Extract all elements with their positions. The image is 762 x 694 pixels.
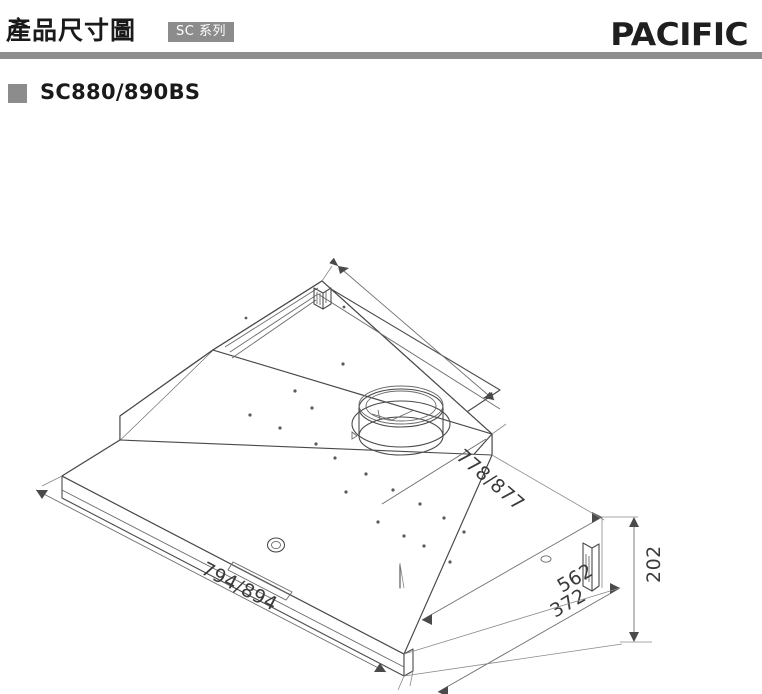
page-title: 產品尺寸圖 <box>6 16 137 45</box>
dim-label-202: 202 <box>643 545 665 583</box>
ext-guide-right-bottom <box>403 643 623 677</box>
model-bullet-icon <box>8 84 27 103</box>
deck-seam-3 <box>231 299 317 359</box>
ext-line-top-right <box>491 423 507 435</box>
hood-body <box>61 280 600 677</box>
mounting-bracket-right <box>582 542 600 592</box>
model-name: SC880/890BS <box>40 80 201 104</box>
brand-logo: PACIFIC <box>610 17 748 53</box>
hood-lip-line-1 <box>61 489 405 668</box>
light-hole-right <box>540 555 552 563</box>
light-knob <box>266 537 286 553</box>
dimension-drawing: 778/877 794/894 372 <box>0 118 762 694</box>
model-row: SC880/890BS <box>0 78 762 110</box>
deck-seam-1 <box>229 293 319 353</box>
dim-562: 562 <box>409 559 621 694</box>
ext-guide-right-top <box>491 454 605 521</box>
ext-guide-base <box>403 587 621 655</box>
control-slot-inner <box>233 565 289 595</box>
hood-base-right <box>403 648 414 677</box>
dim-202: 202 <box>602 516 665 643</box>
right-rail-strip <box>381 438 487 505</box>
rear-rail-strip <box>224 287 319 348</box>
page-header: 產品尺寸圖 SC 系列 PACIFIC <box>0 0 762 62</box>
header-divider <box>0 52 762 59</box>
series-badge: SC 系列 <box>168 22 234 42</box>
hood-left-wall <box>119 349 214 441</box>
ext-line-top-left <box>321 265 333 282</box>
screw-holes <box>244 305 466 564</box>
control-slot <box>227 561 293 601</box>
